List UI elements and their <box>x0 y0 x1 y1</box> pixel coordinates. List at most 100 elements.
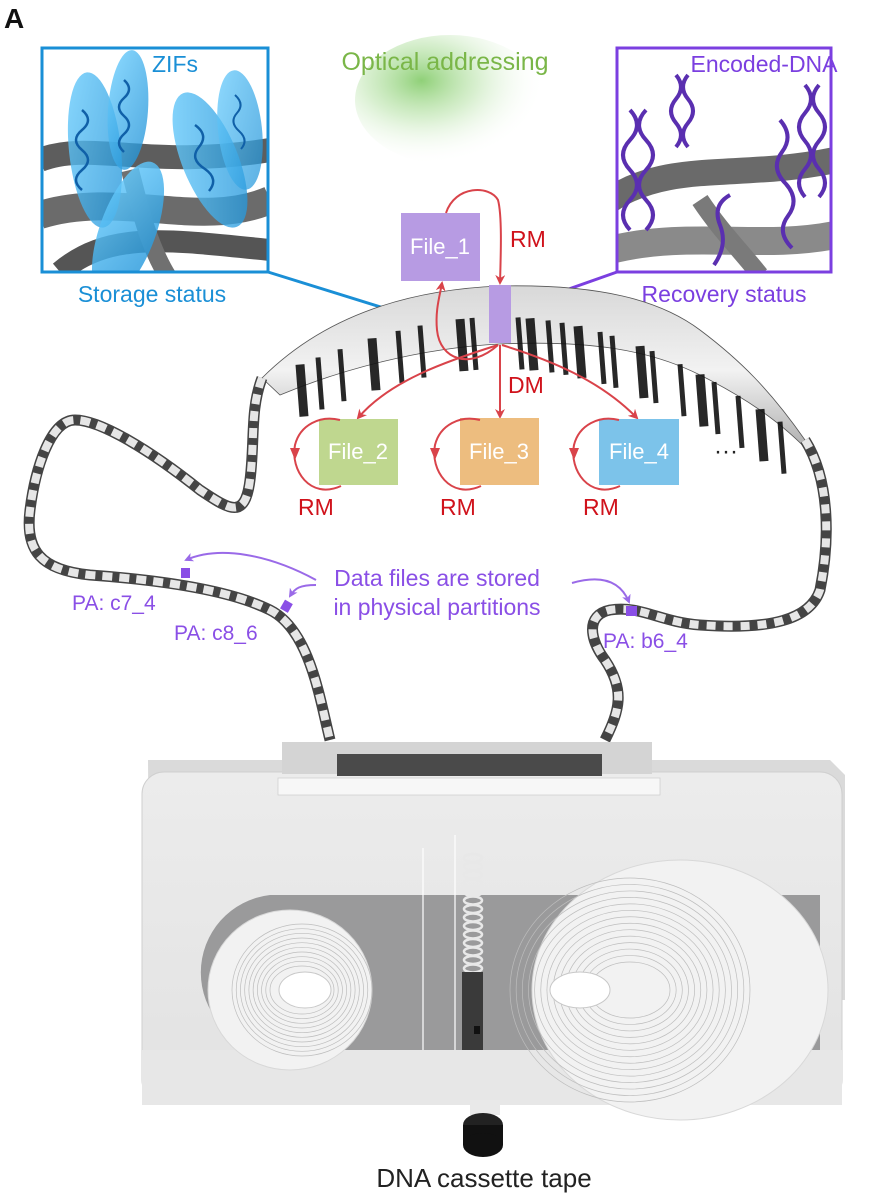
cassette-slot <box>337 754 602 776</box>
file-4: File_4 RM <box>569 417 679 520</box>
tape-stripe <box>315 357 325 410</box>
recovery-inset: Encoded-DNA Recovery status <box>615 46 838 307</box>
return-arrow-file1 <box>435 281 499 361</box>
tape-stripe <box>609 335 619 388</box>
reel-ring <box>261 956 343 1024</box>
tape-stripe <box>597 331 607 385</box>
tape-stripe <box>395 330 405 384</box>
dm-arrow-file4 <box>501 344 639 420</box>
spring-mechanism <box>422 835 484 1050</box>
more-files-ellipsis: ··· <box>714 438 738 465</box>
tape-stripe <box>677 363 687 417</box>
reel-ring <box>546 916 714 1064</box>
storage-status-label: Storage status <box>78 281 226 307</box>
reel-ring <box>240 932 364 1048</box>
reel-ring <box>515 884 745 1096</box>
reel-ring <box>534 903 726 1077</box>
file-2: File_2 RM <box>290 417 398 520</box>
tape-stripe <box>525 317 539 371</box>
file-2-box <box>319 419 398 485</box>
cassette-caption: DNA cassette tape <box>376 1163 591 1193</box>
file-4-box <box>599 419 679 485</box>
tape-stripe <box>455 318 469 372</box>
file-1-box <box>401 213 480 281</box>
partition-note-line1: Data files are stored <box>334 565 540 591</box>
tape-stripe <box>635 345 649 399</box>
partition-marker-c8-6 <box>280 599 293 613</box>
reel-ring <box>269 965 335 1015</box>
zif-capsule-icon <box>172 92 248 228</box>
rm-label-file3: RM <box>440 494 476 520</box>
knob-stem <box>470 1100 500 1115</box>
storage-inset-frame <box>40 46 270 274</box>
tape-stripe <box>777 421 787 474</box>
partition-label-b6-4: PA: b6_4 <box>603 630 688 653</box>
recovery-status-label: Recovery status <box>642 281 807 307</box>
left-reel <box>207 909 373 1071</box>
rm-loop-file4 <box>572 417 621 491</box>
partition-marker-c7-4 <box>181 568 190 578</box>
partition-marker-b6-4 <box>626 606 637 616</box>
cassette-lip <box>277 777 661 796</box>
cassette <box>141 742 845 1157</box>
tape-stripe <box>573 325 587 379</box>
reel-ring <box>509 877 751 1103</box>
file-3-label: File_3 <box>469 439 529 464</box>
tape-stripe <box>515 317 525 370</box>
reel-ring <box>521 890 739 1090</box>
reel-ring <box>248 942 356 1038</box>
file-3: File_3 RM <box>430 417 539 520</box>
panel-label: A <box>4 3 24 34</box>
pointer-arrow-c8-6 <box>288 584 317 598</box>
partition-label-c7-4: PA: c7_4 <box>72 592 156 615</box>
file-1: File_1 <box>401 213 480 281</box>
rm-label-file4: RM <box>583 494 619 520</box>
tape-stripe <box>735 395 745 449</box>
partition-note-line2: in physical partitions <box>333 594 540 620</box>
reel-ring <box>528 897 732 1083</box>
optical-addressing-label: Optical addressing <box>341 48 548 76</box>
zif-capsule-icon <box>107 50 149 170</box>
recovery-inset-frame <box>615 46 833 274</box>
tape-stripe <box>649 350 659 404</box>
reel-ring <box>252 946 352 1034</box>
tape-stripe <box>417 325 427 378</box>
dm-label: DM <box>508 372 544 398</box>
encoded-dna-label: Encoded-DNA <box>690 51 838 77</box>
file-3-box <box>460 418 539 485</box>
tape-stripe <box>559 322 569 375</box>
optical-glow <box>355 35 545 165</box>
zif-capsule-icon <box>217 70 263 190</box>
tape-stripe <box>469 317 479 371</box>
zifs-label: ZIFs <box>152 51 198 77</box>
reel-ring <box>540 909 720 1071</box>
zif-capsule-icon <box>91 161 165 272</box>
dna-tape <box>23 285 832 743</box>
file-4-label: File_4 <box>609 439 669 464</box>
tape-stripe <box>367 337 381 391</box>
reel-ring <box>231 923 373 1057</box>
tape-stripe <box>695 374 709 427</box>
rm-arrow-file1 <box>445 189 506 285</box>
tape-stripe <box>755 408 769 462</box>
reel-ring <box>235 928 369 1052</box>
right-reel <box>509 859 829 1121</box>
rm-loop-file3 <box>433 417 482 491</box>
tape-stripe <box>295 364 309 417</box>
knob-bottom <box>463 1133 503 1157</box>
pointer-arrow-b6-4 <box>571 578 631 604</box>
reel-ring <box>256 951 348 1029</box>
rm-label-file2: RM <box>298 494 334 520</box>
file-1-label: File_1 <box>410 234 470 259</box>
reel-ring <box>265 960 339 1020</box>
addressed-segment <box>489 285 511 343</box>
tape-stripe <box>337 348 347 402</box>
tape-stripe <box>711 381 721 435</box>
rm-loop-file2 <box>293 417 342 491</box>
partition-label-c8-6: PA: c8_6 <box>174 622 258 645</box>
pointer-arrow-c7-4 <box>184 551 317 581</box>
file-2-label: File_2 <box>328 439 388 464</box>
reel-ring <box>244 937 360 1043</box>
dm-arrow-file2 <box>356 344 499 420</box>
